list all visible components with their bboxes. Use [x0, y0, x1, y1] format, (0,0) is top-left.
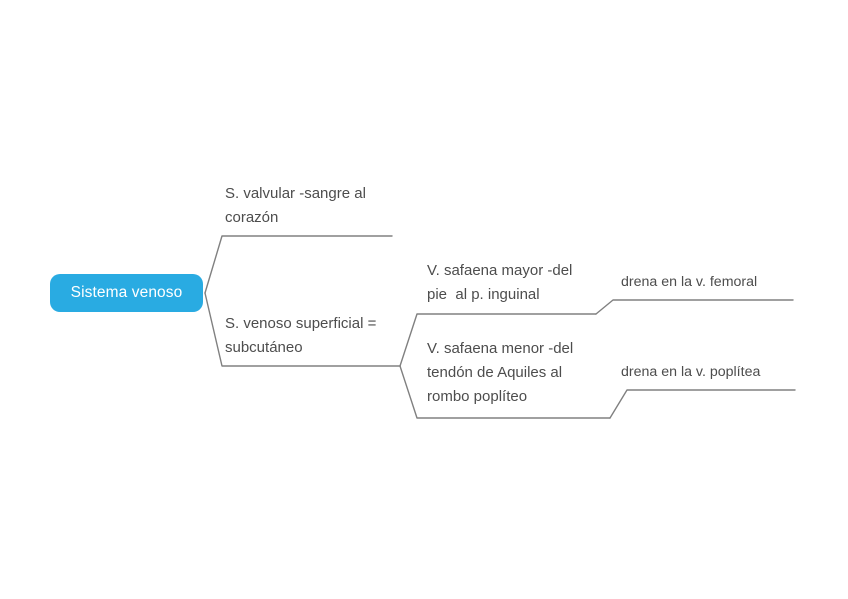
connector-root-to-b1	[204, 235, 393, 294]
node-drena-poplitea-label: drena en la v. poplítea	[621, 364, 761, 380]
node-branch-valvular[interactable]: S. valvular -sangre al corazón	[225, 182, 405, 230]
node-safaena-mayor-label: V. safaena mayor -del pie al p. inguinal	[427, 262, 573, 303]
node-safaena-menor[interactable]: V. safaena menor -del tendón de Aquiles …	[427, 337, 607, 409]
connector-c2-to-d2	[609, 389, 796, 419]
node-root-label: Sistema venoso	[70, 284, 183, 302]
node-safaena-menor-label: V. safaena menor -del tendón de Aquiles …	[427, 340, 574, 405]
node-root[interactable]: Sistema venoso	[50, 274, 203, 312]
node-drena-femoral[interactable]: drena en la v. femoral	[621, 271, 801, 293]
node-drena-poplitea[interactable]: drena en la v. poplítea	[621, 361, 806, 383]
node-safaena-mayor[interactable]: V. safaena mayor -del pie al p. inguinal	[427, 259, 607, 307]
connector-c1-to-d1	[595, 299, 794, 315]
node-branch-valvular-label: S. valvular -sangre al corazón	[225, 185, 366, 226]
node-drena-femoral-label: drena en la v. femoral	[621, 274, 758, 290]
node-branch-venoso-superficial-label: S. venoso superficial = subcutáneo	[225, 315, 377, 356]
node-branch-venoso-superficial[interactable]: S. venoso superficial = subcutáneo	[225, 312, 410, 360]
